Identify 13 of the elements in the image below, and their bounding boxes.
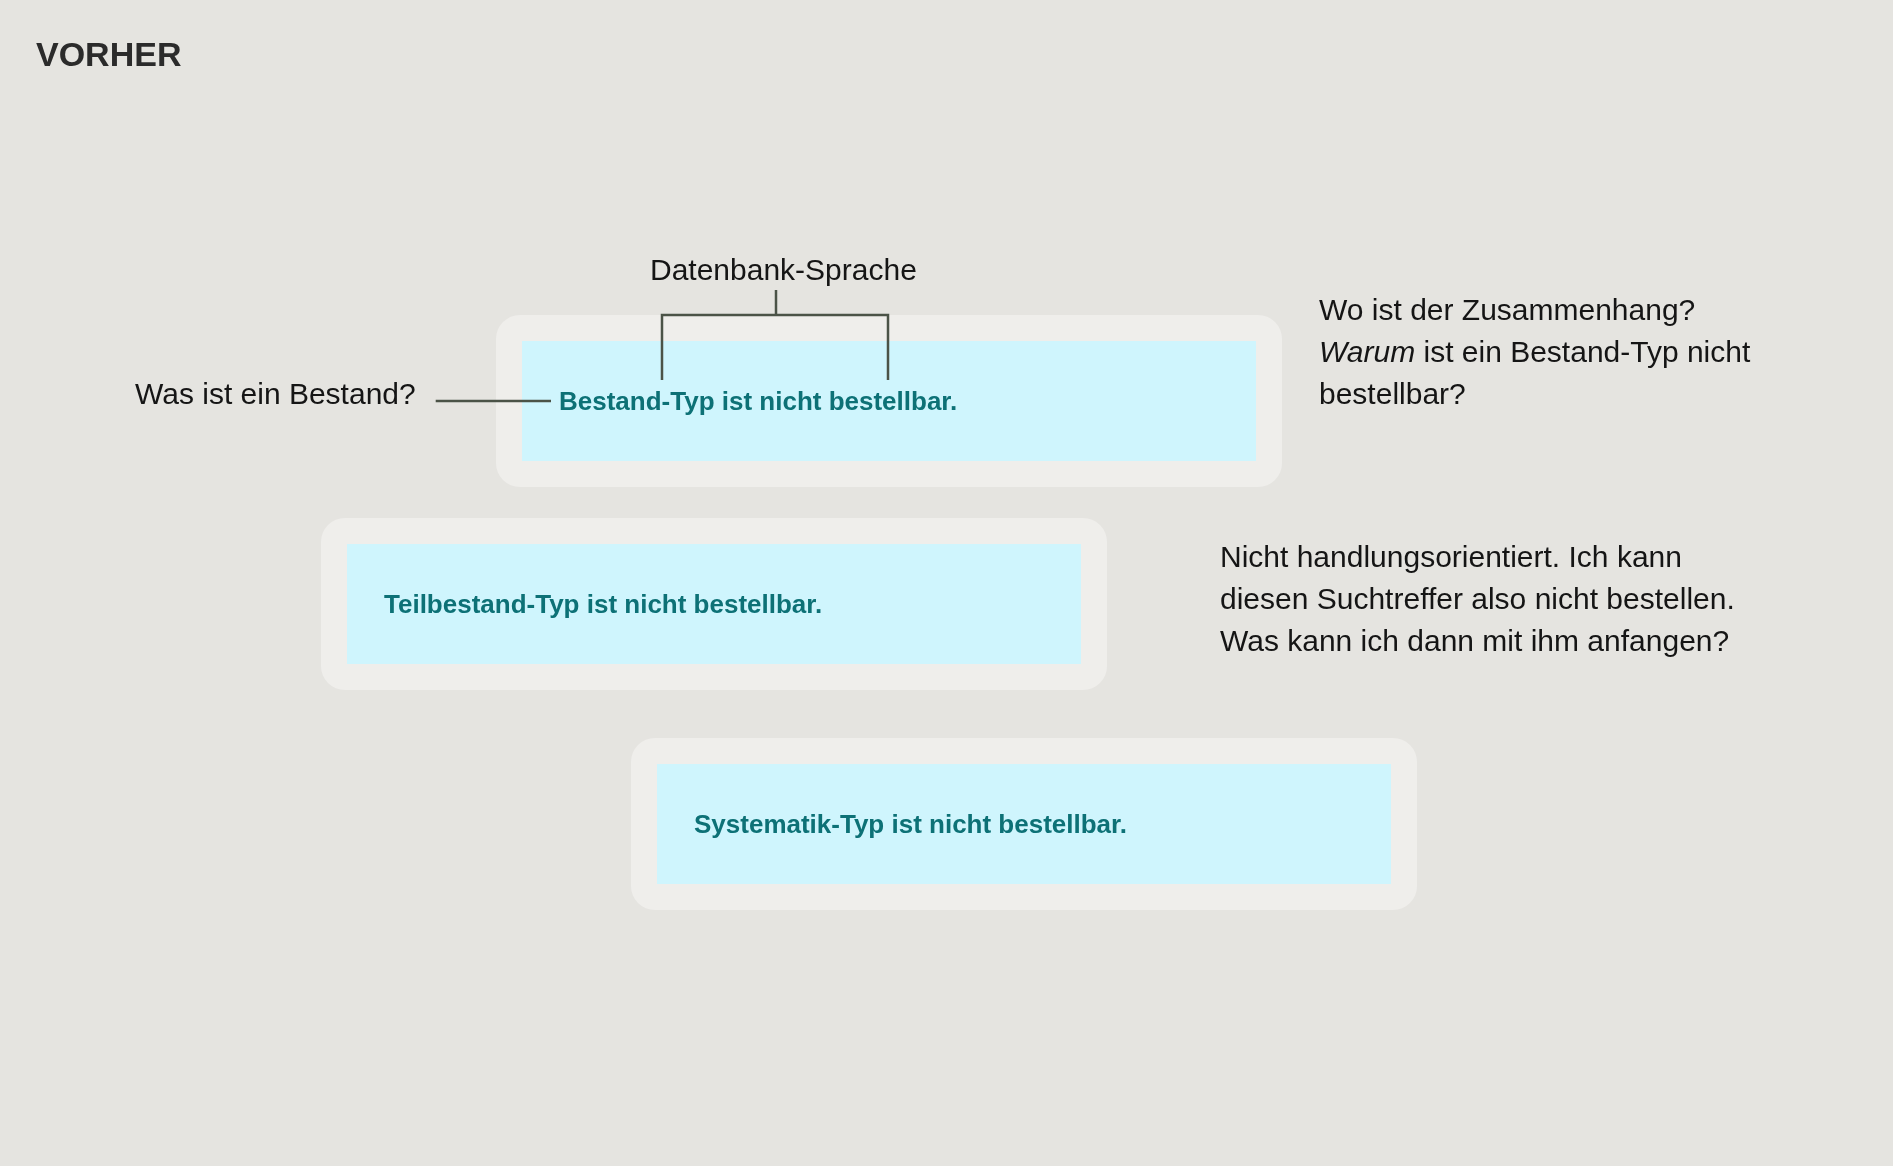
question-text: Warum ist ein Bestand-Typ nicht bestellbar? (1319, 334, 1752, 412)
message-text: Systematik-Typ ist nicht bestellbar. (694, 808, 1127, 841)
message-card (496, 315, 1282, 487)
question-text: Wo ist der Zusammenhang? (1319, 292, 1696, 328)
bracket-label: Datenbank-Sprache (650, 252, 917, 288)
message-card (321, 518, 1107, 690)
leader-line (435, 399, 551, 403)
message-text: Bestand-Typ ist nicht bestellbar. (559, 385, 958, 418)
message-card (631, 738, 1417, 910)
question-text: Was ist ein Bestand? (135, 373, 416, 415)
comment-text: Nicht handlungsorientiert. Ich kann diesen Suchtreffer also nicht bestellen. Was kann ich dann mit ihm anfangen? (1220, 539, 1736, 659)
title: VORHER (36, 37, 182, 71)
message-text: Teilbestand-Typ ist nicht bestellbar. (384, 588, 823, 621)
